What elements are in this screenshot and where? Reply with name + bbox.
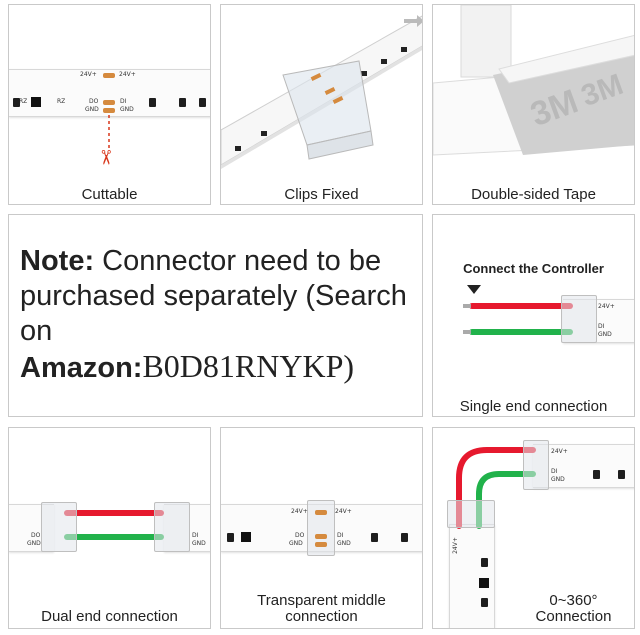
led-chip: [13, 98, 20, 107]
note-body: Connector need to be purchased separatel…: [20, 245, 407, 347]
connector-clip: [307, 500, 335, 556]
tape-illustration: 3M 3M: [433, 5, 634, 156]
led-chip: [618, 470, 625, 479]
panel-double-sided-tape: 3M 3M Double-sided Tape: [432, 4, 635, 205]
label-24v-left: 24V+: [291, 508, 308, 515]
copper-pad: [103, 73, 115, 78]
label-gnd: GND: [551, 476, 565, 483]
label-do: DO: [89, 98, 99, 105]
green-wire: [64, 534, 164, 540]
caption: Dual end connection: [41, 608, 178, 625]
ic-chip: [31, 97, 41, 107]
label-di: DI: [598, 323, 605, 330]
led-chip: [371, 533, 378, 542]
strip-with-clip-illustration: [221, 15, 422, 169]
caption: Clips Fixed: [284, 186, 359, 203]
connector-clip: [41, 502, 77, 552]
label-gnd-left: GND: [289, 540, 303, 547]
copper-pad: [103, 108, 115, 113]
label-24v-left: 24V+: [80, 71, 97, 78]
ic-chip: [241, 532, 251, 542]
caption: Transparent middle: [257, 592, 386, 609]
led-chip: [227, 533, 234, 542]
label-rz: RZ: [19, 98, 28, 105]
label-gnd-left: GND: [85, 106, 99, 113]
panel-angle-connection: 24V+ DI GND 24V+ 0~360° Connection: [432, 427, 635, 629]
connector-clip: [523, 440, 549, 490]
led-chip: [179, 98, 186, 107]
caption: Double-sided Tape: [471, 186, 596, 203]
pointer-triangle-icon: [467, 285, 481, 294]
panel-clips-fixed: Clips Fixed: [220, 4, 423, 205]
label-24v-right: 24V+: [119, 71, 136, 78]
led-chip: [593, 470, 600, 479]
ic-chip: [479, 578, 489, 588]
connector-clip: [561, 295, 597, 343]
note-store: Amazon:: [20, 352, 143, 384]
red-wire: [64, 510, 164, 516]
caption: Cuttable: [81, 186, 138, 203]
label-do: DO: [31, 532, 41, 539]
panel-dual-end: DO GND DI GND Dual end connection: [8, 427, 211, 629]
panel-single-end: Connect the Controller 24V+ DI GND Singl…: [432, 214, 635, 417]
caption: 0~360°: [549, 592, 598, 609]
led-chip: [481, 558, 488, 567]
label-24v: 24V+: [551, 448, 568, 455]
bent-wires: [456, 447, 536, 529]
copper-pad: [315, 534, 327, 539]
label-gnd-right: GND: [337, 540, 351, 547]
panel-cuttable: 24V+ 24V+ DO DI GND GND RZ RZ ✂ Cuttable: [8, 4, 211, 205]
label-24v: 24V+: [598, 303, 615, 310]
led-chip: [401, 533, 408, 542]
note-text: Note: Connector need to be purchased sep…: [20, 244, 420, 386]
led-chip: [199, 98, 206, 107]
caption: Single end connection: [459, 398, 608, 415]
panel-middle-connection: 24V+ 24V+ DO DI GND GND Transparent midd…: [220, 427, 423, 629]
copper-pad: [103, 100, 115, 105]
led-strip: [533, 444, 634, 488]
label-24v-vertical: 24V+: [451, 537, 459, 554]
label-di: DI: [120, 98, 127, 105]
label-di: DI: [337, 532, 344, 539]
cut-line: [108, 115, 110, 151]
wire-tip: [463, 304, 471, 308]
caption: connection: [285, 608, 358, 625]
green-wire: [469, 329, 573, 335]
copper-pad: [315, 542, 327, 547]
connector-clip: [154, 502, 190, 552]
note-title: Note:: [20, 245, 95, 277]
caption: Connection: [535, 608, 612, 625]
label-gnd: GND: [27, 540, 41, 547]
connector-clip: [447, 500, 495, 528]
led-strip: [449, 524, 495, 628]
wire-tip: [463, 330, 471, 334]
label-di: DI: [551, 468, 558, 475]
label-di: DI: [192, 532, 199, 539]
label-24v-right: 24V+: [335, 508, 352, 515]
note-product-code: B0D81RNYKP): [142, 348, 355, 384]
label-do: DO: [295, 532, 305, 539]
copper-pad: [315, 510, 327, 515]
label-gnd-right: GND: [120, 106, 134, 113]
scissors-icon: ✂: [93, 149, 116, 166]
panel-note: [8, 214, 423, 417]
label-gnd: GND: [598, 331, 612, 338]
heading-connect-controller: Connect the Controller: [463, 261, 604, 276]
led-chip: [149, 98, 156, 107]
led-chip: [481, 598, 488, 607]
label-rz-2: RZ: [57, 98, 66, 105]
label-gnd-right: GND: [192, 540, 206, 547]
red-wire: [469, 303, 573, 309]
